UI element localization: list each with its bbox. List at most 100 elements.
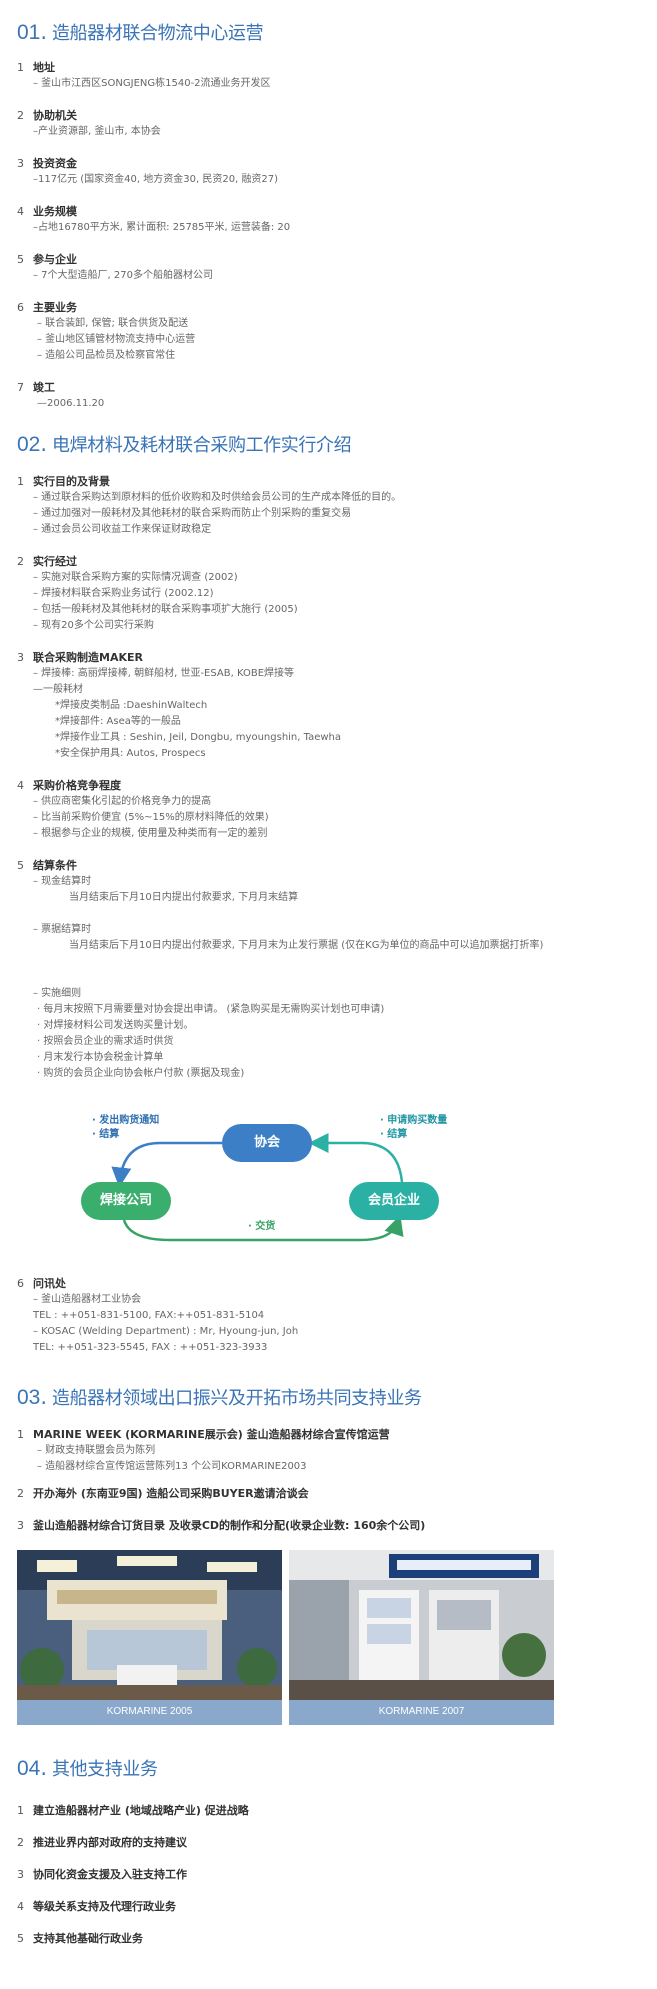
item-line: – 造船公司品检员及检察官常住 <box>37 350 176 361</box>
item-number: 2 <box>17 109 24 122</box>
association-node: 协会 <box>222 1124 312 1162</box>
item-number: 1 <box>17 1428 24 1441</box>
item-line: –占地16780平方米, 累计面积: 25785平米, 运营装备: 20 <box>33 222 291 233</box>
item-number: 5 <box>17 253 24 266</box>
flow-note-request: · 申请购买数量 <box>380 1115 448 1126</box>
item-number: 5 <box>17 859 24 872</box>
photo-kormarine-2007: KORMARINE 2007 <box>289 1550 554 1725</box>
item-number: 6 <box>17 301 24 314</box>
item-line: – KOSAC (Welding Department) : Mr, Hyoun… <box>33 1326 299 1337</box>
item-number: 2 <box>17 555 24 568</box>
item-line: —2006.11.20 <box>37 398 105 409</box>
item-line: · 月末发行本协会税金计算单 <box>37 1052 164 1063</box>
item-line <box>17 954 543 970</box>
item-line: – 现金结算时 <box>33 876 92 887</box>
item-line: – 票据结算时 <box>33 924 92 935</box>
item-line: – 联合装卸, 保管; 联合供货及配送 <box>37 318 189 329</box>
item-line: – 比当前采购价便宜 (5%~15%的原材料降低的效果) <box>33 812 269 823</box>
item-line: 当月结束后下月10日内提出付款要求, 下月月末为止发行票据 (仅在KG为单位的商… <box>69 940 544 951</box>
exhibition-photos: KORMARINE 2005 KORMARINE 2007 <box>17 1550 554 1725</box>
item-line: · 对焊接材料公司发送购买量计划。 <box>37 1020 194 1031</box>
item-number: 4 <box>17 1900 24 1913</box>
item-line: —一般耗材 <box>33 684 83 695</box>
section-title: 01. 造船器材联合物流中心运营 <box>17 20 264 44</box>
item-number: 5 <box>17 1932 24 1945</box>
photo-caption: KORMARINE 2007 <box>378 1706 465 1717</box>
item-line: – 7个大型造船厂, 270多个船舶器材公司 <box>33 270 213 281</box>
item-line: – 通过加强对一般耗材及其他耗材的联合采购而防止个别采购的重复交易 <box>33 508 352 519</box>
item-line: – 根据参与企业的规模, 使用量及种类而有一定的差别 <box>33 828 268 839</box>
item-line: – 实施细则 <box>33 988 82 999</box>
item-line: TEL: ++051-323-5545, FAX : ++051-323-393… <box>33 1342 268 1353</box>
item-line: – 供应商密集化引起的价格竞争力的提高 <box>33 796 212 807</box>
item-line: – 釜山造船器材工业协会 <box>33 1294 142 1305</box>
item-line: · 按照会员企业的需求适时供货 <box>37 1036 174 1047</box>
item-number: 7 <box>17 381 24 394</box>
item-line: – 实施对联合采购方案的实际情况调查 (2002) <box>33 572 238 583</box>
photo-kormarine-2005: KORMARINE 2005 <box>17 1550 282 1725</box>
item-line: – 焊接棒: 高丽焊接棒, 朝鲜船材, 世亚-ESAB, KOBE焊接等 <box>33 668 295 679</box>
item-number: 1 <box>17 1804 24 1817</box>
item-number: 3 <box>17 1519 24 1532</box>
item-line: 当月结束后下月10日内提出付款要求, 下月月末结算 <box>69 892 299 903</box>
item-number: 6 <box>17 1277 24 1290</box>
exhibition-booth-image <box>17 1550 282 1700</box>
section-title: 02. 电焊材料及耗材联合采购工作实行介绍 <box>17 432 352 456</box>
item-number: 1 <box>17 475 24 488</box>
item-number: 2 <box>17 1487 24 1500</box>
item-line: · 购货的会员企业向协会帐户付款 (票据及现金) <box>37 1068 245 1079</box>
welding-company-node: 焊接公司 <box>81 1182 171 1220</box>
section-title: 04. 其他支持业务 <box>17 1756 158 1780</box>
item-line <box>17 970 543 986</box>
item-line: – 焊接材料联合采购业务试行 (2002.12) <box>33 588 214 599</box>
item-number: 2 <box>17 1836 24 1849</box>
item-line: – 造船器材综合宣传馆运营陈列13 个公司KORMARINE2003 <box>37 1461 307 1472</box>
flow-note-settle: · 结算 <box>380 1129 408 1140</box>
item-line: –产业资源部, 釜山市, 本协会 <box>33 126 161 137</box>
item-line: – 财政支持联盟会员为陈列 <box>37 1445 156 1456</box>
item-number: 3 <box>17 157 24 170</box>
item-line: *焊接部件: Asea等的一般品 <box>55 716 181 727</box>
flow-note-notify: · 发出购货通知 <box>92 1115 160 1126</box>
item-line: – 包括一般耗材及其他耗材的联合采购事项扩大施行 (2005) <box>33 604 298 615</box>
item-line: – 通过联合采购达到原材料的低价收购和及时供给会员公司的生产成本降低的目的。 <box>33 492 402 503</box>
item-line: – 通过会员公司收益工作来保证财政稳定 <box>33 524 212 535</box>
